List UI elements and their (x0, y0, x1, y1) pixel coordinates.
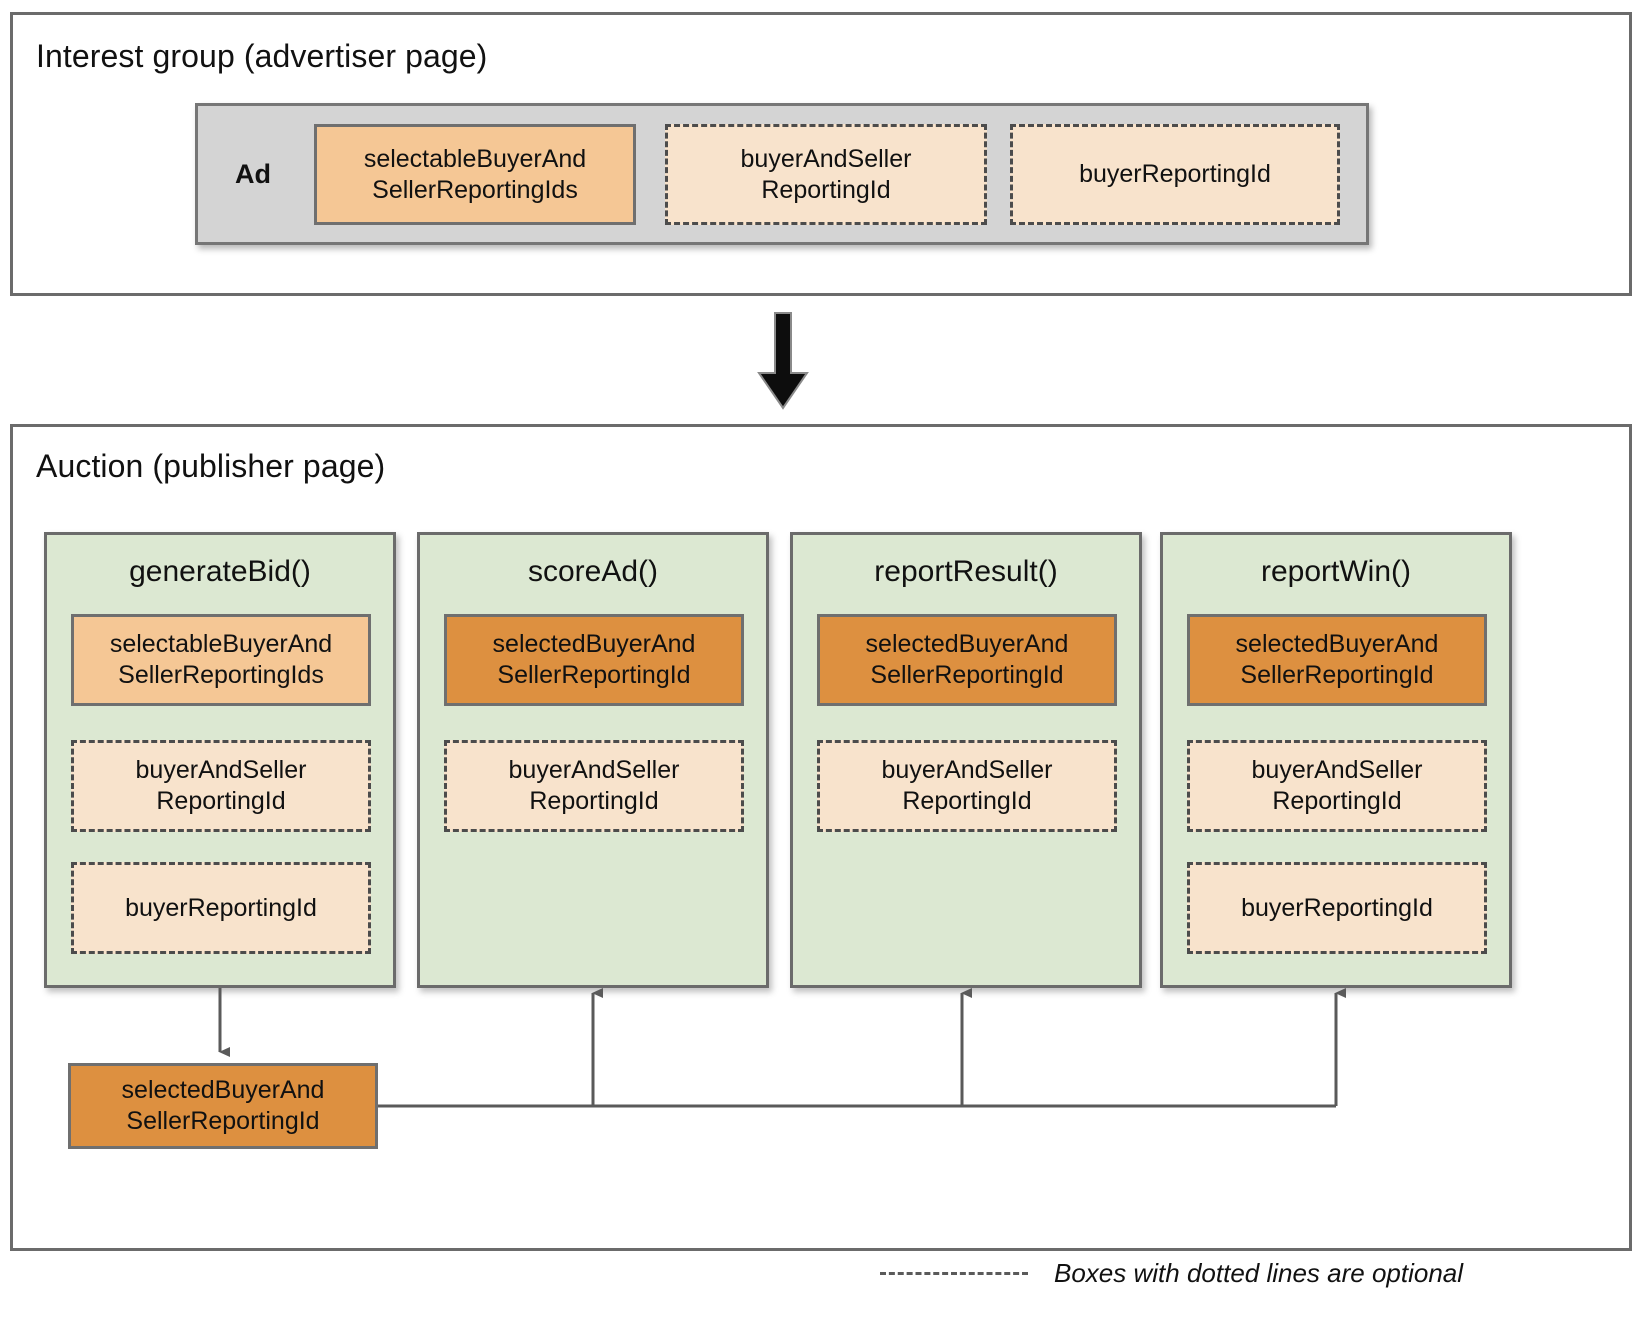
down-arrow-icon (757, 312, 809, 410)
connector-lines (218, 988, 1346, 1108)
function-title-report-win: reportWin() (1260, 555, 1411, 588)
function-column-generate-bid: generateBid() selectableBuyerAnd SellerR… (44, 532, 396, 988)
function-column-score-ad: scoreAd() selectedBuyerAnd SellerReporti… (417, 532, 769, 988)
function-column-report-win: reportWin() selectedBuyerAnd SellerRepor… (1160, 532, 1512, 988)
function-title-report-result: reportResult() (874, 555, 1058, 588)
generate-bid-selectable-buyer-and-seller-reporting-ids: selectableBuyerAnd SellerReportingIds (71, 614, 371, 706)
score-ad-buyer-and-seller-reporting-id: buyerAndSeller ReportingId (444, 740, 744, 832)
report-win-buyer-and-seller-reporting-id: buyerAndSeller ReportingId (1187, 740, 1487, 832)
ig-box-buyer-and-seller-reporting-id: buyerAndSeller ReportingId (665, 124, 987, 225)
report-win-buyer-reporting-id: buyerReportingId (1187, 862, 1487, 954)
generate-bid-buyer-and-seller-reporting-id: buyerAndSeller ReportingId (71, 740, 371, 832)
interest-group-title: Interest group (advertiser page) (36, 38, 488, 74)
report-result-buyer-and-seller-reporting-id: buyerAndSeller ReportingId (817, 740, 1117, 832)
ig-box-buyer-reporting-id: buyerReportingId (1010, 124, 1340, 225)
legend-label: Boxes with dotted lines are optional (1054, 1258, 1464, 1288)
function-column-report-result: reportResult() selectedBuyerAnd SellerRe… (790, 532, 1142, 988)
ad-container: Ad selectableBuyerAnd SellerReportingIds… (195, 103, 1369, 245)
report-result-selected-buyer-and-seller-reporting-id: selectedBuyerAnd SellerReportingId (817, 614, 1117, 706)
report-win-selected-buyer-and-seller-reporting-id: selectedBuyerAnd SellerReportingId (1187, 614, 1487, 706)
legend-dashed-line-icon (880, 1272, 1028, 1275)
ad-label: Ad (235, 158, 271, 189)
selected-buyer-and-seller-reporting-id-output: selectedBuyerAnd SellerReportingId (68, 1063, 378, 1149)
legend: Boxes with dotted lines are optional (880, 1258, 1600, 1289)
score-ad-selected-buyer-and-seller-reporting-id: selectedBuyerAnd SellerReportingId (444, 614, 744, 706)
function-title-score-ad: scoreAd() (527, 555, 659, 588)
generate-bid-buyer-reporting-id: buyerReportingId (71, 862, 371, 954)
ig-box-selectable-buyer-and-seller-reporting-ids: selectableBuyerAnd SellerReportingIds (314, 124, 636, 225)
auction-title: Auction (publisher page) (36, 448, 386, 484)
function-title-generate-bid: generateBid() (129, 555, 311, 588)
